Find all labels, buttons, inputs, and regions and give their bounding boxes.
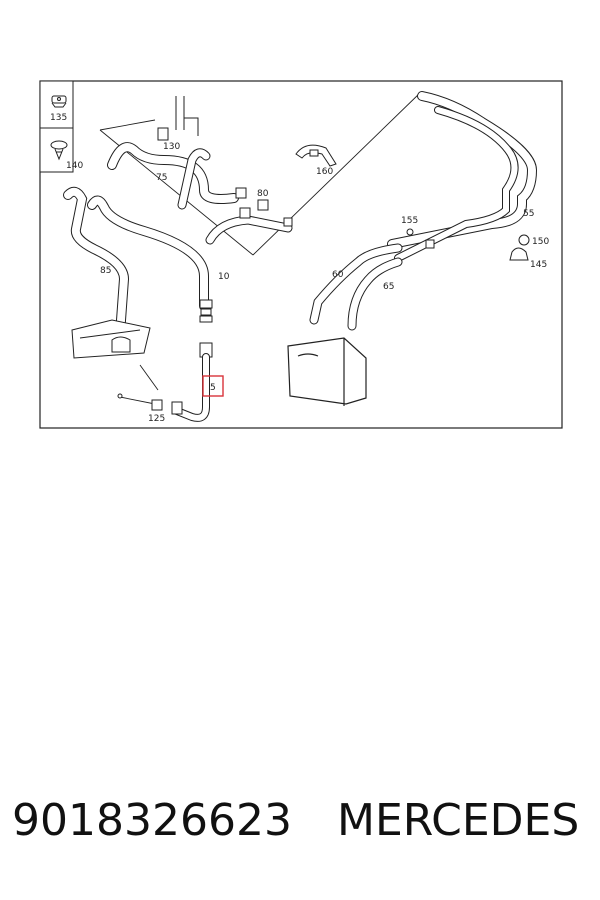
callout-65: 65: [383, 282, 394, 292]
highlight-box-5: [202, 375, 224, 397]
callout-160: 160: [316, 167, 333, 177]
clip-125: [117, 393, 163, 411]
callout-150: 150: [532, 237, 549, 247]
engine-block-sketch: [71, 319, 151, 359]
parts-diagram: 135 140 130 75 80 160 85 10 125 155 55 1…: [39, 80, 563, 429]
footer: 9018326623 MERCEDES: [0, 795, 600, 875]
callout-75: 75: [156, 173, 167, 183]
callout-155: 155: [401, 216, 418, 226]
legend-box-140: [39, 127, 74, 173]
push-pin-140-icon: [50, 140, 68, 161]
callout-130: 130: [163, 142, 180, 152]
callout-125: 125: [148, 414, 165, 424]
clip-135-icon: [51, 95, 67, 108]
brand-name: MERCEDES: [337, 795, 580, 846]
expansion-tank: [287, 337, 367, 406]
connector-stack: [199, 299, 213, 358]
tee-connector-80: [235, 187, 293, 227]
clip-160: [295, 144, 337, 167]
callout-60: 60: [332, 270, 344, 280]
callout-85: 85: [100, 266, 111, 276]
callout-140: 140: [66, 161, 83, 171]
part-number: 9018326623: [12, 795, 292, 846]
callout-145: 145: [530, 260, 547, 270]
callout-135: 135: [50, 113, 67, 123]
callout-55: 55: [523, 209, 534, 219]
clamps-right: [406, 228, 530, 261]
callout-80: 80: [257, 189, 269, 199]
legend-box-135: [39, 80, 74, 129]
callout-10: 10: [218, 272, 230, 282]
bracket-130: [157, 96, 199, 141]
fitting-5-end: [171, 401, 183, 415]
callout-5: 5: [210, 383, 216, 393]
